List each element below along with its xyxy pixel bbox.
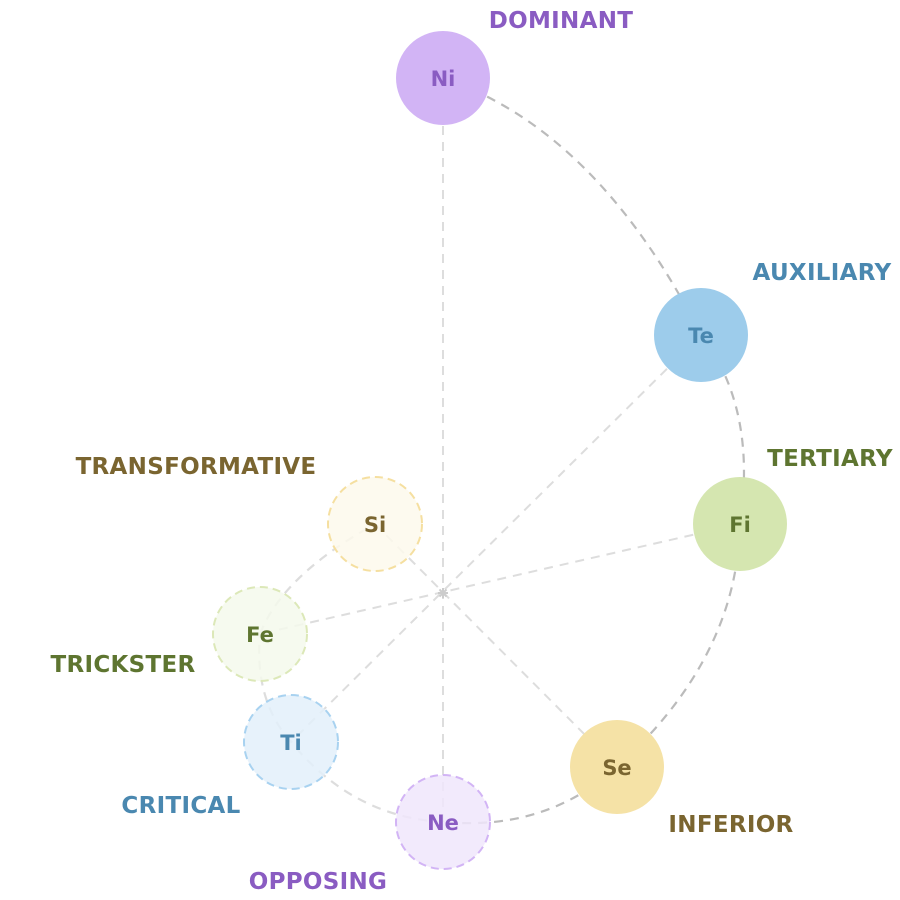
role-label-tertiary: TERTIARY	[767, 446, 893, 472]
function-circle-fe	[212, 586, 308, 682]
role-label-critical: CRITICAL	[121, 793, 240, 819]
function-circle-ti	[243, 694, 339, 790]
function-node-ne: Ne	[395, 774, 491, 870]
role-label-dominant: DOMINANT	[489, 8, 633, 34]
function-code-fi: Fi	[729, 513, 751, 537]
axis-line-fi-fe	[259, 523, 741, 635]
center-mark	[438, 588, 448, 598]
function-code-fe: Fe	[246, 623, 274, 647]
function-node-fe: Fe	[212, 586, 308, 682]
function-node-se: Se	[570, 720, 664, 814]
role-labels-layer: DOMINANT AUXILIARY TERTIARY INFERIOR OPPOSIN…	[50, 8, 892, 895]
function-code-si: Si	[364, 513, 386, 537]
function-circle-fi	[693, 477, 787, 571]
axes-layer	[259, 78, 741, 822]
function-code-se: Se	[602, 756, 631, 780]
function-circle-ne	[395, 774, 491, 870]
center-mark-stroke	[438, 588, 448, 598]
role-label-transformative: TRANSFORMATIVE	[76, 454, 317, 480]
function-node-ni: Ni	[396, 31, 490, 125]
function-circle-se	[570, 720, 664, 814]
function-circle-si	[327, 476, 423, 572]
spiral-link-fe-si	[258, 523, 376, 635]
function-node-si: Si	[327, 476, 423, 572]
function-circle-ni	[396, 31, 490, 125]
spiral-links-layer	[258, 76, 746, 825]
role-label-inferior: INFERIOR	[668, 812, 793, 838]
axis-line-te-ti	[290, 334, 702, 743]
function-node-fi: Fi	[693, 477, 787, 571]
function-code-ni: Ni	[431, 67, 456, 91]
function-circle-te	[654, 288, 748, 382]
function-code-te: Te	[688, 324, 714, 348]
function-code-ti: Ti	[280, 731, 302, 755]
function-code-ne: Ne	[427, 811, 459, 835]
role-label-auxiliary: AUXILIARY	[753, 260, 892, 286]
spiral-link-ni-te	[442, 76, 702, 336]
function-node-te: Te	[654, 288, 748, 382]
role-label-opposing: OPPOSING	[249, 869, 387, 895]
role-label-trickster: TRICKSTER	[50, 652, 195, 678]
function-node-ti: Ti	[243, 694, 339, 790]
